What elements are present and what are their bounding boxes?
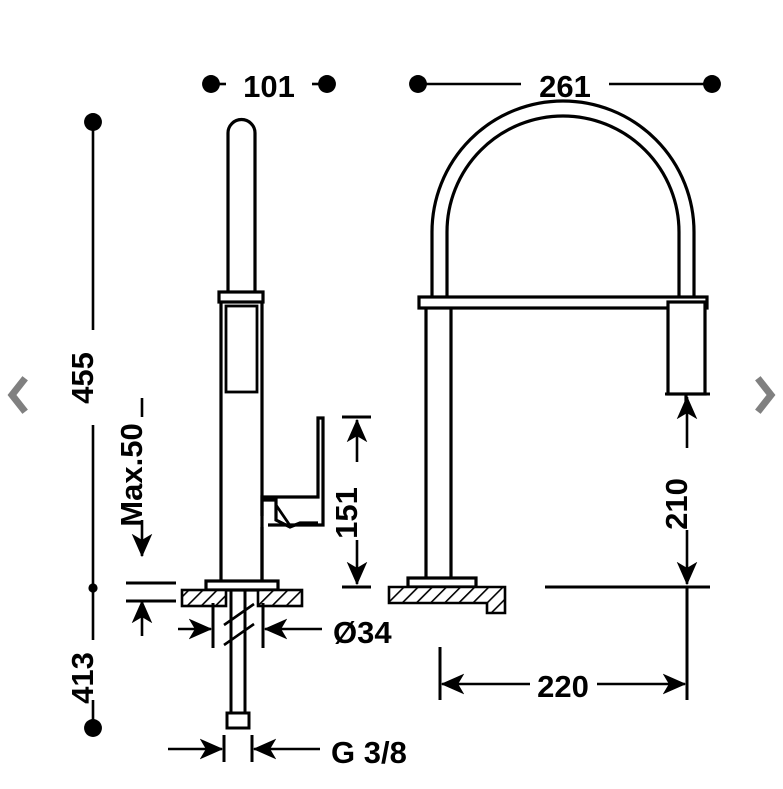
dimension-101: 101 bbox=[202, 69, 336, 104]
nav-prev-button[interactable] bbox=[2, 370, 34, 420]
dim-413-top-dot bbox=[88, 583, 98, 593]
dimension-455: 455 bbox=[65, 113, 102, 588]
dim-101-label: 101 bbox=[243, 69, 295, 104]
left-body-panel bbox=[224, 304, 259, 394]
nav-prev-hitarea[interactable] bbox=[2, 370, 34, 420]
left-handle-edge bbox=[274, 504, 293, 528]
chevron-left-icon[interactable] bbox=[7, 376, 28, 414]
dim-220-label: 220 bbox=[537, 669, 589, 704]
left-handle-underside bbox=[262, 498, 318, 529]
left-counter-section bbox=[180, 588, 304, 608]
dim-261-label: 261 bbox=[539, 69, 591, 104]
right-riser-column bbox=[424, 308, 453, 582]
right-spray-head bbox=[666, 300, 707, 396]
dim-max50-label: Max.50 bbox=[114, 423, 149, 526]
dim-d34-label: Ø34 bbox=[333, 615, 392, 650]
dim-413-label: 413 bbox=[65, 652, 100, 704]
nav-next-hitarea[interactable] bbox=[749, 370, 781, 420]
right-faucet bbox=[406, 99, 709, 589]
right-base-flange bbox=[406, 576, 478, 589]
dimension-hole-diameter: Ø34 bbox=[178, 603, 392, 650]
right-counter-hatch bbox=[387, 585, 507, 615]
right-counter-section bbox=[387, 585, 507, 615]
right-gooseneck-outer bbox=[430, 99, 696, 300]
dimension-thread: G 3/8 bbox=[168, 735, 407, 770]
left-spout-collar bbox=[217, 290, 265, 304]
dimension-210: 210 bbox=[545, 392, 710, 589]
dimension-max50: Max.50 bbox=[114, 398, 176, 636]
right-crossbar bbox=[417, 295, 709, 310]
left-spout-tube bbox=[226, 117, 257, 297]
dimension-413: 413 bbox=[65, 583, 102, 737]
left-shank-break-lines bbox=[223, 602, 255, 647]
dimension-220: 220 bbox=[438, 587, 689, 704]
left-faucet bbox=[204, 117, 325, 592]
left-base-flange bbox=[204, 579, 280, 592]
dimension-261: 261 bbox=[409, 69, 721, 104]
right-gooseneck-inner bbox=[445, 114, 681, 300]
left-handle-lever bbox=[260, 416, 325, 527]
dim-151-label: 151 bbox=[329, 487, 364, 539]
dimension-151: 151 bbox=[329, 415, 371, 589]
left-shank bbox=[223, 590, 255, 730]
left-counter-hatch-left bbox=[180, 588, 228, 608]
nav-next-button[interactable] bbox=[749, 370, 781, 420]
chevron-right-icon[interactable] bbox=[755, 376, 776, 414]
left-counter-hatch-right bbox=[256, 588, 304, 608]
dim-210-label: 210 bbox=[659, 478, 694, 530]
left-shank-nut bbox=[225, 711, 251, 730]
dim-g38-label: G 3/8 bbox=[331, 735, 407, 770]
dim-455-label: 455 bbox=[65, 352, 100, 404]
